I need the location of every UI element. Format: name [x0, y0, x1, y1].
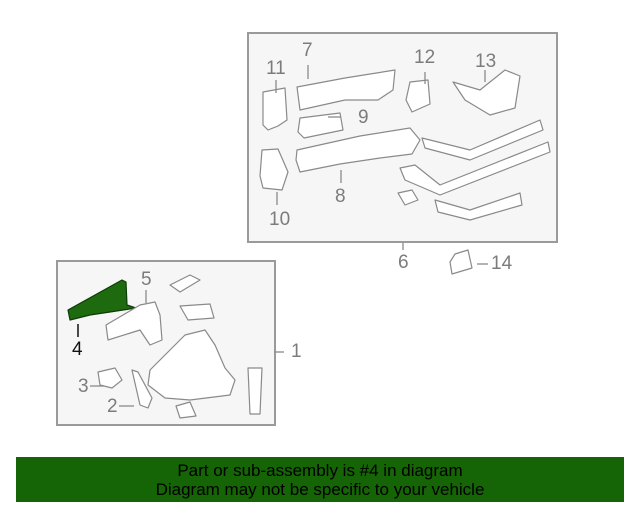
callout-1: 1 — [291, 341, 302, 362]
part-bracket-top — [169, 274, 201, 293]
callout-9: 9 — [358, 107, 369, 128]
part-3 — [97, 367, 123, 389]
part-8 — [295, 127, 421, 173]
part-5 — [105, 301, 163, 346]
callout-10: 10 — [269, 209, 291, 230]
part-bracket-small — [397, 189, 419, 206]
part-rail-c — [434, 192, 523, 221]
callout-11: 11 — [266, 58, 286, 79]
callout-14: 14 — [491, 253, 513, 274]
callout-5: 5 — [141, 269, 152, 290]
part-14 — [449, 249, 473, 275]
part-11 — [262, 87, 288, 131]
part-pillar — [247, 367, 263, 415]
part-cap — [175, 401, 197, 419]
part-rail-b — [399, 141, 551, 196]
callout-6: 6 — [398, 252, 409, 273]
part-info-banner: Part or sub-assembly is #4 in diagram Di… — [16, 457, 624, 502]
part-9 — [297, 112, 344, 139]
callout-2: 2 — [107, 396, 118, 417]
callout-13: 13 — [475, 51, 497, 72]
part-12 — [405, 79, 431, 113]
part-2 — [131, 369, 153, 409]
banner-line-disclaimer: Diagram may not be specific to your vehi… — [155, 479, 485, 499]
part-13 — [452, 69, 521, 116]
part-cup — [179, 303, 215, 321]
part-10 — [259, 148, 289, 191]
callout-4-selected: 4 — [72, 339, 83, 360]
part-7 — [296, 69, 396, 111]
callout-3: 3 — [78, 376, 89, 397]
part-floor-pan — [147, 329, 236, 401]
part-rail-a — [421, 119, 544, 161]
callout-12: 12 — [414, 47, 436, 68]
banner-line-part: Part or sub-assembly is #4 in diagram — [177, 460, 463, 480]
callout-8: 8 — [335, 186, 346, 207]
callout-7: 7 — [302, 40, 313, 61]
